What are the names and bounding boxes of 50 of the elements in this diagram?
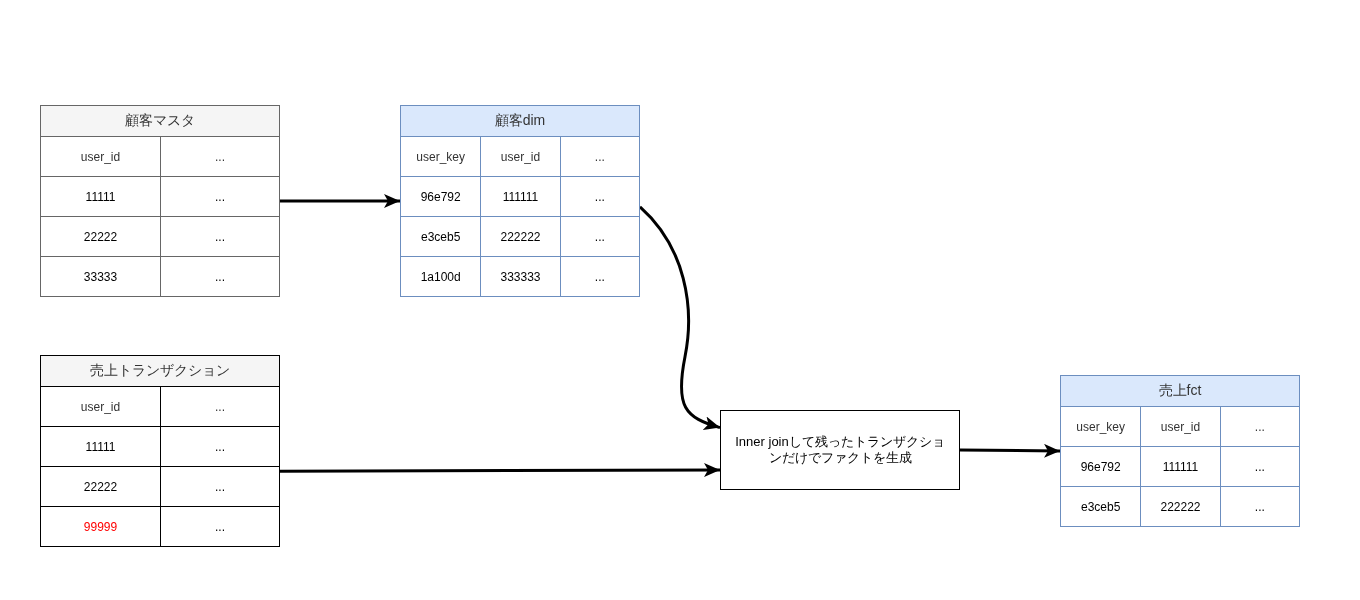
table-cell: ... xyxy=(160,466,279,506)
table-cell: ... xyxy=(559,176,639,216)
table-cell: 11111 xyxy=(41,426,160,466)
table-cell: 11111 xyxy=(41,176,160,216)
table-cell: 33333 xyxy=(41,256,160,296)
table-cell: ... xyxy=(160,256,279,296)
table-cell: 22222 xyxy=(41,466,160,506)
table-cell: ... xyxy=(160,176,279,216)
column-header: ... xyxy=(559,136,639,176)
table-cell: 96e792 xyxy=(401,176,481,216)
data-table xyxy=(40,355,280,547)
table-cell: e3ceb5 xyxy=(401,216,481,256)
column-header: user_id xyxy=(41,136,160,176)
column-header: user_id xyxy=(1140,406,1220,446)
column-header: ... xyxy=(160,386,279,426)
table-cell: ... xyxy=(559,216,639,256)
data-table xyxy=(40,105,280,297)
table-cell: 333333 xyxy=(480,256,560,296)
table-title: 顧客マスタ xyxy=(41,106,279,136)
table-cell: 111111 xyxy=(1140,446,1220,486)
table-cell: 222222 xyxy=(1140,486,1220,526)
table-cell: ... xyxy=(559,256,639,296)
table-title: 顧客dim xyxy=(401,106,639,136)
table-cell: 111111 xyxy=(480,176,560,216)
column-header: ... xyxy=(160,136,279,176)
table-cell: 96e792 xyxy=(1061,446,1141,486)
table-cell: 22222 xyxy=(41,216,160,256)
column-header: user_key xyxy=(401,136,481,176)
column-header: user_key xyxy=(1061,406,1141,446)
table-cell: ... xyxy=(1219,446,1299,486)
column-header: ... xyxy=(1219,406,1299,446)
arrow xyxy=(280,194,400,208)
table-cell: ... xyxy=(160,216,279,256)
table-cell: 1a100d xyxy=(401,256,481,296)
table-title: 売上トランザクション xyxy=(41,356,279,386)
arrow xyxy=(280,463,720,478)
data-table xyxy=(1060,375,1300,527)
arrow xyxy=(960,443,1060,458)
arrow xyxy=(638,205,721,430)
table-cell: 222222 xyxy=(480,216,560,256)
data-table xyxy=(400,105,640,297)
column-header: user_id xyxy=(480,136,560,176)
table-cell: e3ceb5 xyxy=(1061,486,1141,526)
table-cell: ... xyxy=(160,426,279,466)
process-box: Inner joinして残ったトランザクションだけでファクトを生成 xyxy=(720,410,960,490)
column-header: user_id xyxy=(41,386,160,426)
table-cell: 99999 xyxy=(41,506,160,546)
table-cell: ... xyxy=(1219,486,1299,526)
table-title: 売上fct xyxy=(1061,376,1299,406)
table-cell: ... xyxy=(160,506,279,546)
